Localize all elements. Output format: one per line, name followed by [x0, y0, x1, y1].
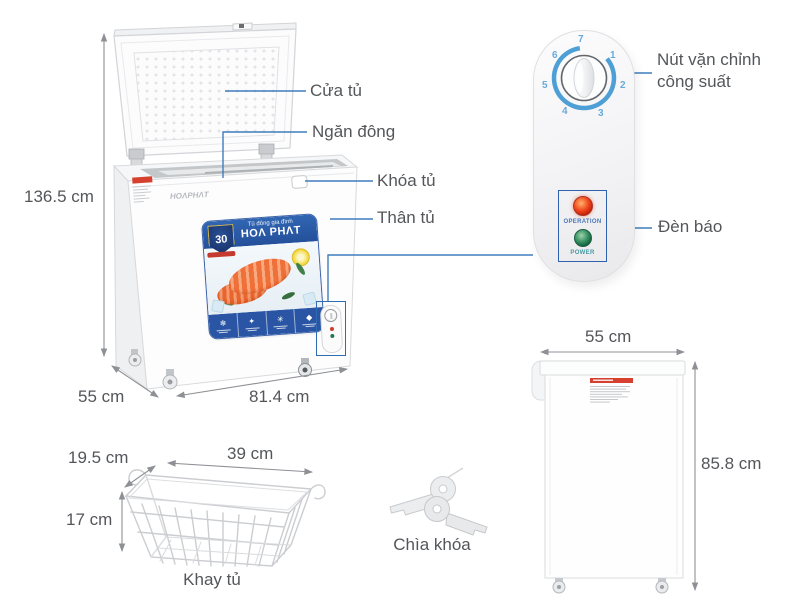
dim-front-height: 136.5 cm: [24, 187, 94, 206]
dial-number-1: 1: [610, 50, 616, 61]
herb-sprig: [280, 290, 296, 301]
dim-front-depth: 55 cm: [78, 387, 125, 406]
dim-side-height: 85.8 cm: [701, 454, 762, 473]
lid-latch: [239, 24, 244, 28]
dim-arrow-front-depth: [111, 365, 159, 398]
label-freezer-compartment: Ngăn đông: [312, 122, 396, 141]
feature-star-icon: ✦: [248, 316, 256, 326]
power-dial: [551, 46, 617, 111]
ice-cube: [211, 299, 225, 314]
power-light: [573, 229, 592, 247]
feature-asterisk-icon: ✳: [276, 314, 285, 324]
dim-arrow-front-width: [175, 366, 349, 399]
leader-mini-panel: [327, 254, 533, 301]
label-indicator-lights: Đèn báo: [658, 217, 723, 236]
casters: [128, 349, 312, 390]
dim-basket-width: 39 cm: [227, 444, 274, 463]
wire-basket: [124, 469, 326, 567]
keys-illustration: [389, 467, 488, 536]
dim-basket-height: 17 cm: [66, 510, 113, 529]
label-basket: Khay tủ: [183, 570, 241, 589]
indicator-lights-box: OPERATION POWER: [558, 190, 607, 262]
dial-arc: [551, 46, 617, 111]
label-lock: Khóa tủ: [377, 171, 436, 190]
dim-side-width: 55 cm: [585, 327, 632, 346]
dial-number-6: 6: [552, 50, 558, 61]
freezer-side-view: [531, 360, 686, 594]
lid-inner-panel: [133, 46, 280, 142]
warning-sticker: [132, 176, 153, 203]
power-label: POWER: [570, 250, 595, 256]
label-power-knob: Nút vặn chỉnh công suất: [657, 50, 761, 91]
mini-panel-highlight-box: [316, 301, 346, 356]
dim-front-width: 81.4 cm: [249, 387, 310, 406]
freezer-lid: [113, 22, 297, 157]
dial-number-4: 4: [562, 106, 568, 117]
side-warning-sticker: [590, 378, 633, 403]
mini-operation-light: [329, 326, 334, 332]
mini-power-light: [329, 333, 334, 339]
dim-arrow-basket-depth: [124, 465, 156, 488]
brand-sticker: Tủ đông gia đình HOΛ PHΛT 30 ❄ ✦ ✳ ◆: [200, 213, 326, 340]
dial-number-7: 7: [578, 34, 584, 45]
dim-arrow-basket-width: [166, 460, 314, 475]
mini-control-panel: [319, 304, 344, 354]
feature-diamond-icon: ◆: [305, 312, 313, 322]
feature-snowflake-icon: ❄: [219, 318, 227, 328]
label-keys: Chìa khóa: [393, 535, 471, 554]
ice-cube: [302, 291, 317, 307]
lock-tab: [291, 175, 308, 189]
dim-basket-depth: 19.5 cm: [68, 448, 129, 467]
label-door: Cửa tủ: [310, 81, 363, 100]
mini-power-knob: [323, 308, 338, 323]
label-body: Thân tủ: [377, 208, 435, 227]
operation-label: OPERATION: [563, 219, 602, 225]
dial-number-5: 5: [542, 80, 548, 91]
leader-compartment: [222, 131, 307, 178]
basket-hook-right: [310, 484, 326, 500]
dial-number-2: 2: [620, 80, 626, 91]
operation-light: [572, 196, 593, 216]
dial-number-3: 3: [598, 108, 604, 119]
